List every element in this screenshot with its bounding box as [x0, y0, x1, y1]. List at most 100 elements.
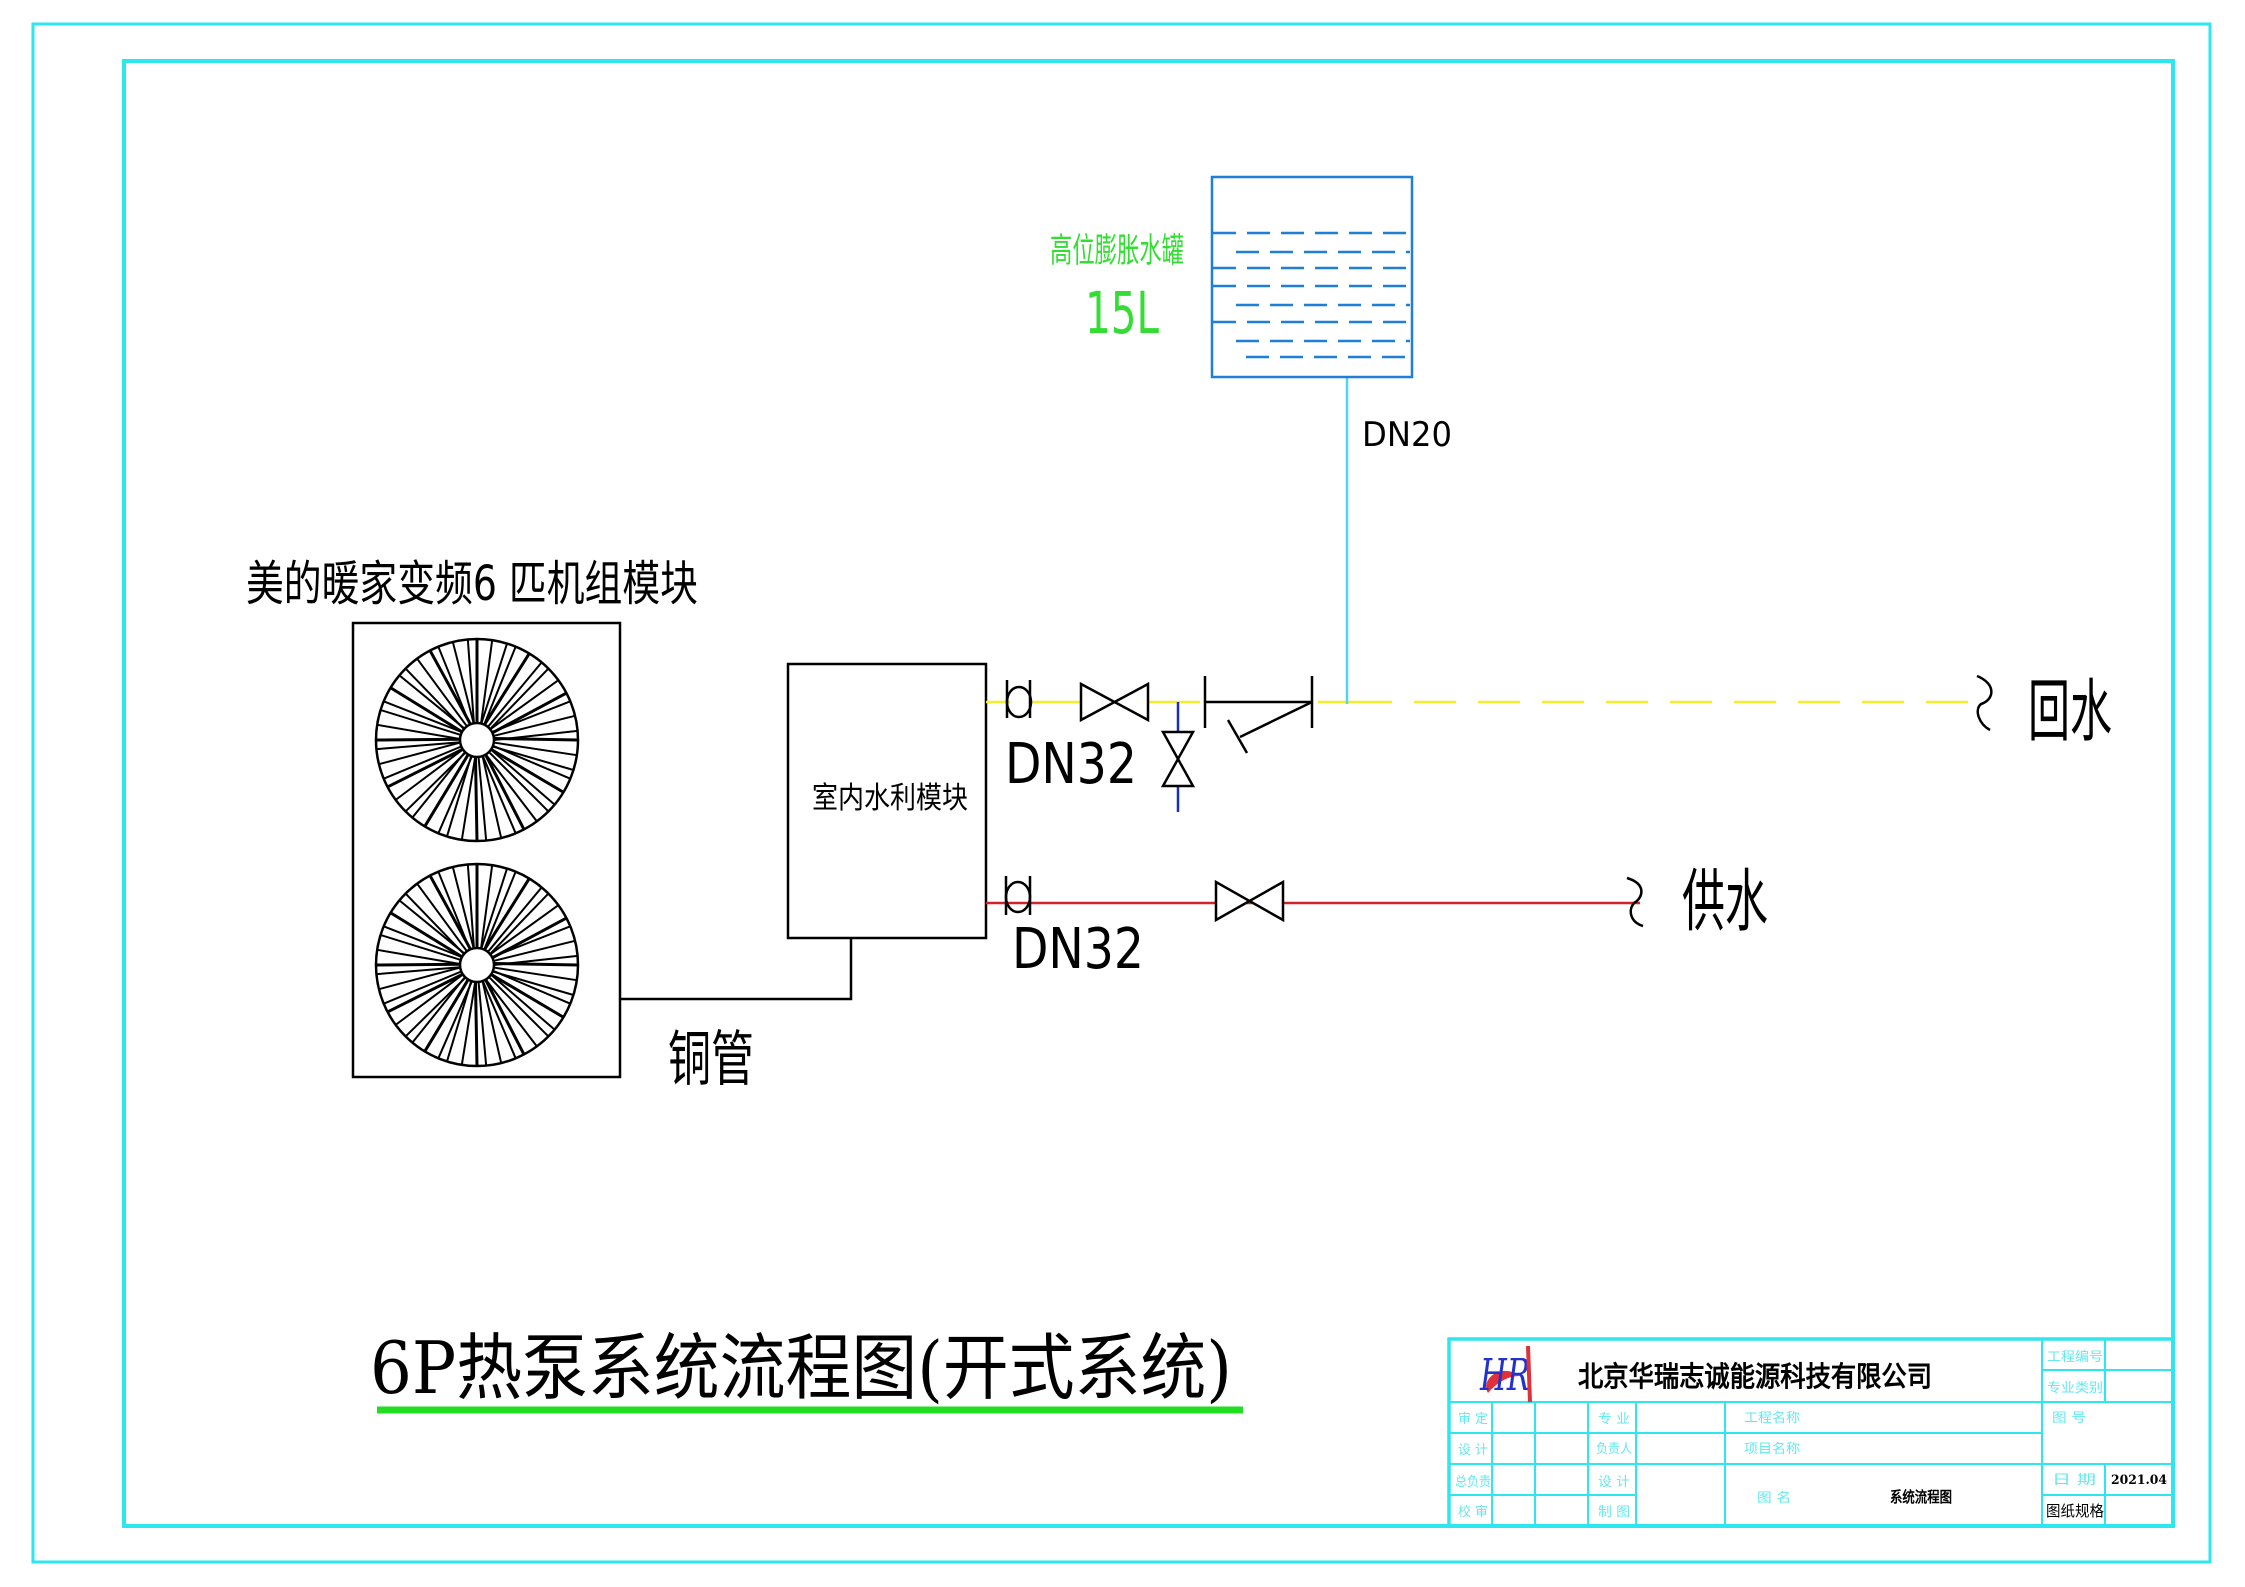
fan-blade [466, 639, 475, 724]
company-logo: HR [1479, 1345, 1532, 1403]
discipline-label: 专 业 [1598, 1412, 1630, 1427]
fan-blade [484, 753, 526, 831]
strainer-icon [1203, 676, 1314, 754]
fan-blade [491, 925, 571, 959]
design-label: 设 计 [1458, 1443, 1488, 1458]
fan-blade [488, 751, 550, 813]
fan-blade [493, 714, 576, 737]
fan-blade [493, 939, 576, 962]
fan-blade [477, 756, 488, 841]
fan-blade [423, 978, 470, 1053]
water-level-lines [1213, 231, 1410, 359]
fan-blade [451, 641, 475, 724]
fan-blade [383, 970, 462, 1005]
fan-blade [378, 966, 461, 991]
fan-blade [376, 966, 461, 976]
fan-icon [374, 637, 580, 843]
fan-blade [487, 886, 543, 953]
fan-blade [493, 729, 578, 741]
fan-blade [437, 646, 471, 725]
chief-label: 总负责 [1455, 1475, 1491, 1490]
supply-pipe-size: DN32 [1012, 917, 1144, 982]
indoor-module-box[interactable] [786, 662, 988, 940]
tank-volume: 15L [1085, 279, 1159, 347]
gate-valve-icon[interactable] [1079, 681, 1150, 723]
return-label: 回水 [2028, 673, 2112, 752]
drawing-name-value: 系统流程图 [1890, 1488, 1952, 1506]
expansion-tank[interactable] [1210, 175, 1414, 379]
fan-blade [451, 866, 475, 949]
fan-blade [483, 877, 531, 951]
fan-blade [489, 667, 550, 730]
fan-blade [490, 748, 556, 806]
flexible-joint-icon [1004, 876, 1032, 915]
fan-blade [493, 954, 578, 966]
fan-blade [380, 709, 462, 736]
fan-blade [483, 646, 517, 725]
fan-blade [489, 892, 550, 955]
indoor-module-label: 室内水利模块 [812, 781, 968, 816]
approve-label: 审 定 [1458, 1412, 1488, 1427]
date-label: 日 期 [2052, 1473, 2096, 1488]
fan-blade [389, 686, 463, 734]
project-no-label: 工程编号 [2047, 1350, 2103, 1365]
fan-blade [485, 753, 538, 822]
fan-blade [492, 969, 571, 1005]
fan-blade [378, 741, 461, 766]
fan-blade [481, 980, 517, 1059]
fan-blade [395, 748, 464, 801]
fan-blade [376, 741, 461, 751]
pipe-break-icon [1976, 674, 1993, 732]
discipline-type-label: 专业类别 [2047, 1381, 2103, 1396]
fan-blade [404, 892, 465, 955]
fan-blade [386, 747, 464, 789]
fan-blade [483, 652, 531, 726]
fan-blade [383, 925, 463, 959]
fan-blade [477, 981, 488, 1066]
fan-blade [416, 883, 468, 952]
return-pipe-size: DN32 [1005, 732, 1137, 797]
fan-blade [383, 745, 462, 780]
svg-text:HR: HR [1479, 1350, 1530, 1401]
fan-blade [487, 661, 543, 728]
fan-blade [375, 962, 461, 967]
drain-valve-icon[interactable] [1160, 730, 1196, 788]
fan-blade [460, 981, 477, 1066]
pipe-break-icon [1626, 876, 1644, 928]
fan-blade [480, 865, 494, 949]
fan-blade [404, 976, 467, 1038]
outer-frame [31, 22, 2212, 1564]
fan-blade [490, 973, 565, 1019]
fan-blade [404, 751, 467, 813]
fan-blade [416, 658, 468, 727]
fan-blade [437, 755, 473, 834]
designer-label: 设 计 [1598, 1475, 1630, 1490]
copper-pipe [620, 938, 853, 1001]
fan-blade [490, 748, 565, 794]
flexible-joint-icon [1005, 680, 1033, 719]
project-name-label: 工程名称 [1744, 1410, 1800, 1426]
fan-blade [491, 700, 571, 734]
fan-blade [489, 904, 559, 956]
fan-blade [480, 640, 494, 724]
fan-blade [480, 643, 508, 724]
fan-blade [485, 978, 538, 1047]
drawing-name-label: 图 名 [1757, 1490, 1791, 1506]
fan-blade [375, 737, 461, 742]
fan-blade [489, 679, 559, 731]
fan-blade [423, 753, 470, 828]
fan-blade [376, 723, 461, 740]
fan-blade [460, 756, 477, 841]
fan-blade [437, 980, 473, 1059]
outdoor-unit-label: 美的暖家变频6 匹机组模块 [246, 556, 698, 612]
copper-pipe-label: 铜管 [668, 1025, 754, 1095]
fan-blade [480, 868, 508, 949]
gate-valve-icon[interactable] [1214, 879, 1285, 923]
drawing-title: 6P热泵系统流程图(开式系统) [370, 1326, 1232, 1410]
fan-blade [437, 871, 471, 950]
fan-blade [492, 744, 571, 780]
check-label: 校 审 [1458, 1504, 1488, 1520]
responsible-label: 负责人 [1596, 1442, 1632, 1457]
fan-blade [395, 973, 464, 1026]
